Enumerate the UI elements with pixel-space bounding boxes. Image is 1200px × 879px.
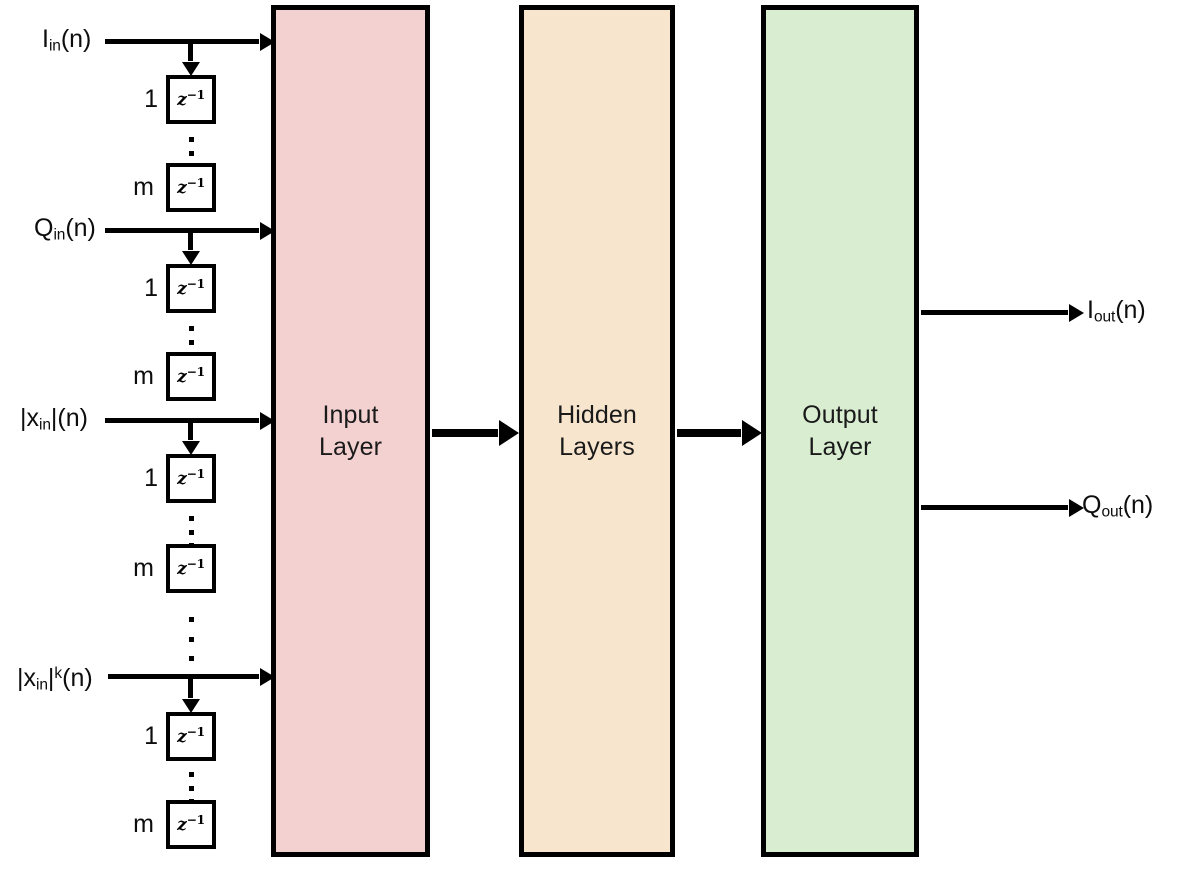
- delay-index-q-in-first: 1: [144, 274, 158, 302]
- delay-symbol: z−1: [177, 277, 205, 300]
- delay-block-x-abs-m: z−1: [166, 544, 216, 593]
- delay-index-i-in-first: 1: [144, 85, 158, 113]
- output-arrow-q-out: [921, 505, 1068, 510]
- output-layer-label: Output Layer: [802, 401, 878, 461]
- delay-block-x-abs-k-m: z−1: [166, 800, 216, 849]
- output-layer-block: Output Layer: [761, 5, 919, 857]
- input-label-x-abs: |xin|(n): [20, 404, 88, 434]
- input-layer-block: Input Layer: [271, 5, 430, 857]
- input-arrow-q-in: [105, 228, 259, 233]
- delay-symbol: z−1: [177, 88, 205, 111]
- input-arrow-i-in: [105, 39, 259, 44]
- tap-arrow-i-in: [188, 41, 193, 61]
- input-arrow-x-abs: [105, 418, 259, 423]
- delay-block-x-abs-k-1: z−1: [166, 712, 216, 761]
- output-arrow-i-out: [921, 310, 1068, 315]
- delay-block-q-in-m: z−1: [166, 352, 216, 401]
- delay-symbol: z−1: [177, 176, 205, 199]
- delay-index-x-abs-first: 1: [144, 464, 158, 492]
- tap-arrow-x-abs-k: [188, 676, 193, 698]
- input-label-q-in: Qin(n): [34, 214, 96, 244]
- delay-block-x-abs-1: z−1: [166, 454, 216, 503]
- delay-symbol: z−1: [177, 813, 205, 836]
- arrow-hidden-to-output: [677, 429, 741, 437]
- hidden-layer-block: Hidden Layers: [519, 5, 675, 857]
- delay-block-i-in-m: z−1: [166, 163, 216, 212]
- tap-arrow-x-abs: [188, 420, 193, 440]
- delay-index-x-abs-k-last: m: [133, 810, 154, 838]
- delay-symbol: z−1: [177, 365, 205, 388]
- output-label-q-out: Qout(n): [1082, 491, 1154, 521]
- delay-index-i-in-last: m: [133, 173, 154, 201]
- delay-block-i-in-1: z−1: [166, 75, 216, 124]
- output-label-i-out: Iout(n): [1087, 296, 1146, 326]
- input-label-i-in: Iin(n): [42, 25, 92, 55]
- delay-symbol: z−1: [177, 725, 205, 748]
- tap-arrow-q-in: [188, 230, 193, 250]
- delay-block-q-in-1: z−1: [166, 264, 216, 313]
- delay-index-x-abs-k-first: 1: [144, 722, 158, 750]
- input-group-ellipsis: [188, 617, 194, 661]
- input-arrow-x-abs-k: [108, 674, 259, 679]
- delay-index-q-in-last: m: [133, 362, 154, 390]
- arrow-input-to-hidden: [432, 429, 498, 437]
- hidden-layer-label: Hidden Layers: [557, 401, 637, 461]
- delay-symbol: z−1: [177, 467, 205, 490]
- input-label-x-abs-k: |xin|k(n): [17, 664, 93, 694]
- delay-symbol: z−1: [177, 557, 205, 580]
- delay-index-x-abs-last: m: [133, 554, 154, 582]
- input-layer-label: Input Layer: [318, 401, 383, 461]
